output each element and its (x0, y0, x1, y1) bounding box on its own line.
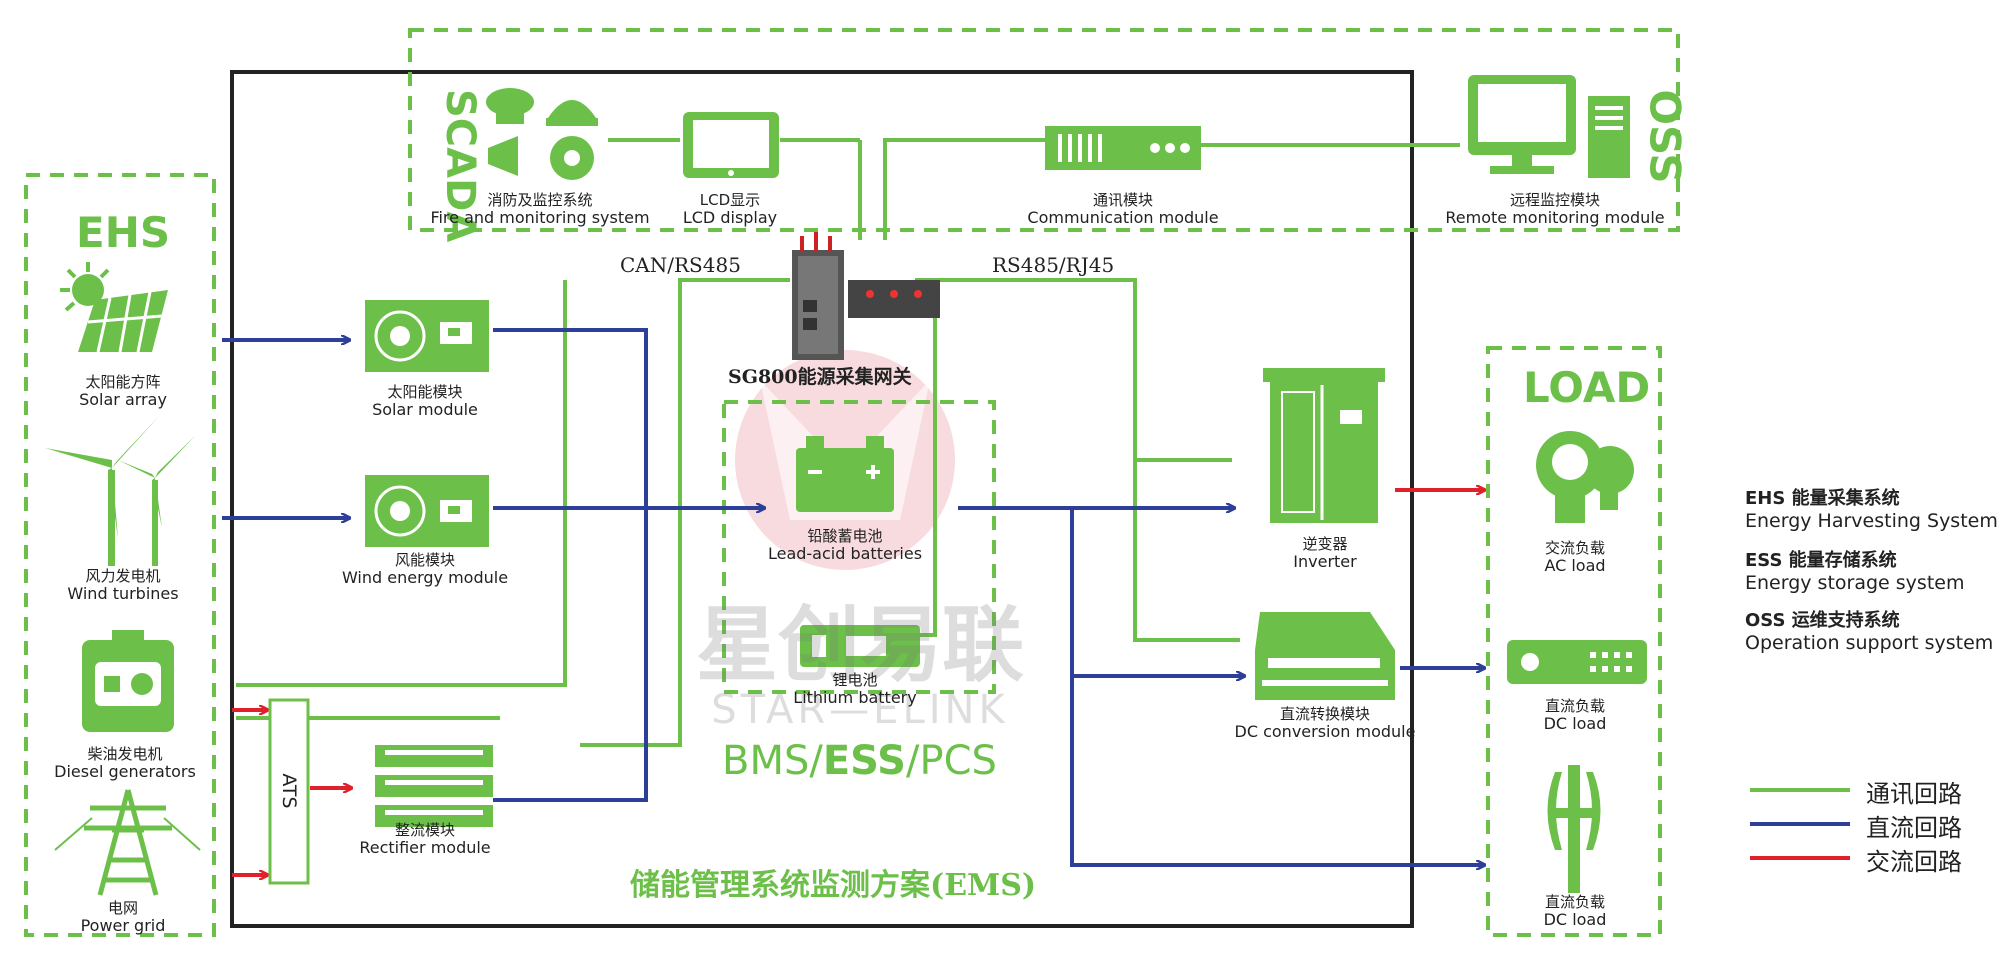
dc-lines (222, 328, 1485, 865)
lightbulb-icon (1536, 431, 1634, 523)
solar-panel-icon (60, 262, 168, 353)
watermark-en: STAR—ELINK (711, 687, 1009, 733)
ems-frame (230, 70, 1414, 928)
scada-title: SCADA (437, 89, 483, 243)
lead-acid-battery-icon (796, 436, 894, 512)
power-tower-icon (54, 789, 201, 896)
ess-group (722, 400, 996, 694)
key-ac-label: 交流回路 (1866, 848, 1962, 876)
watermark-cn: 星创易联 (695, 598, 1024, 693)
dc-load-device-icon (1507, 640, 1647, 684)
inverter-icon (1263, 368, 1385, 523)
ac-lines (232, 490, 1485, 875)
wind-module-icon (365, 475, 489, 547)
ehs-title: EHS (76, 208, 171, 257)
rectifier-icon (375, 745, 493, 827)
ats-label: ATS (278, 773, 300, 809)
key-comm-label: 通讯回路 (1866, 780, 1962, 808)
ats-box (268, 698, 310, 885)
wind-turbine-icon (45, 415, 196, 566)
bms-pre: BMS/ (722, 738, 823, 784)
bms-post: /PCS (905, 738, 997, 784)
gateway-device-icon (792, 232, 940, 360)
vertical-turbine-icon (1547, 765, 1601, 893)
dc-converter-icon (1255, 612, 1395, 700)
bms-ess: ESS (822, 738, 906, 784)
watermark-text: 星创易联 STAR—ELINK (690, 598, 1030, 734)
key-dc-label: 直流回路 (1866, 814, 1962, 842)
comm-module-icon (1045, 126, 1201, 170)
bms-title: BMS/ESS/PCS (722, 738, 997, 784)
lcd-display-icon (683, 112, 779, 178)
lithium-battery-icon (800, 625, 920, 667)
solar-module-icon (365, 300, 489, 372)
load-group (1486, 346, 1662, 937)
remote-monitor-icon (1468, 75, 1630, 178)
ems-title: 储能管理系统监测方案(EMS) (630, 868, 1037, 903)
diesel-generator-icon (82, 630, 174, 732)
bus-left-label: CAN/RS485 (620, 253, 741, 277)
bus-right-label: RS485/RJ45 (992, 253, 1115, 277)
load-title: LOAD (1523, 363, 1651, 412)
line-key-swatches (1750, 788, 1850, 860)
gateway-label: SG800能源采集网关 (728, 366, 912, 388)
oss-title: OSS (1640, 89, 1690, 184)
fire-monitoring-icon (486, 88, 598, 180)
scada-oss-group (408, 28, 1680, 232)
ehs-group (24, 173, 216, 937)
